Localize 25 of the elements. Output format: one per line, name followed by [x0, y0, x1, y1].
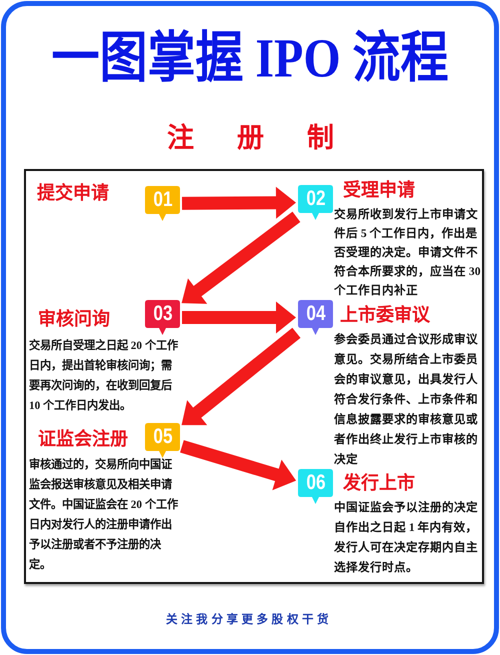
step-description: 参会委员通过合议形成审议意见。交易所结合上市委员会的审议意见，出具发行人符合发行条件、上市条件和信息披露要求的审核意见或者作出终止发行上市审核的决定 — [334, 332, 479, 468]
step-description: 交易所收到发行上市申请文件后 5 个工作日内，作出是否受理的决定。申请文件不符合本所要求的，应当在 30 个工作日内补正 — [334, 206, 482, 299]
arrow — [182, 186, 296, 219]
title: 一图掌握 IPO 流程 — [51, 31, 449, 87]
footer-note: 关注我分享更多股权干货 — [166, 612, 334, 626]
step-number: 02 — [306, 186, 326, 212]
step-description: 审核通过的，交易所向中国证监会报送审核意见及相关申请文件。中国证监会在 20 个工作日内对发行人的注册申请作出予以注册或者不予注册的决定。 — [29, 457, 179, 573]
step-heading: 审核问询 — [38, 310, 110, 330]
arrow — [182, 328, 301, 426]
step-number: 01 — [152, 187, 172, 213]
step-number: 03 — [152, 301, 172, 327]
step-heading: 发行上市 — [343, 474, 415, 494]
step-description: 交易所自受理之日起 20 个工作日内，提出首轮审核问询；需要再次问询的，在收到回复后 10 个工作日内发出。 — [29, 338, 179, 414]
arrow — [182, 302, 296, 334]
step-number: 06 — [306, 470, 326, 496]
step-heading: 证监会注册 — [38, 430, 128, 450]
step-number: 04 — [306, 301, 326, 327]
step-heading: 受理申请 — [343, 181, 415, 201]
arrow — [180, 440, 296, 490]
step-description: 中国证监会予以注册的决定自作出之日起 1 年内有效，发行人可在决定存期内自主选择发行时点。 — [334, 500, 479, 576]
arrow — [182, 212, 300, 304]
subtitle: 注册制 — [167, 125, 334, 153]
step-number: 05 — [152, 424, 172, 450]
step-heading: 上市委审议 — [340, 306, 430, 326]
step-heading: 提交申请 — [37, 184, 109, 204]
